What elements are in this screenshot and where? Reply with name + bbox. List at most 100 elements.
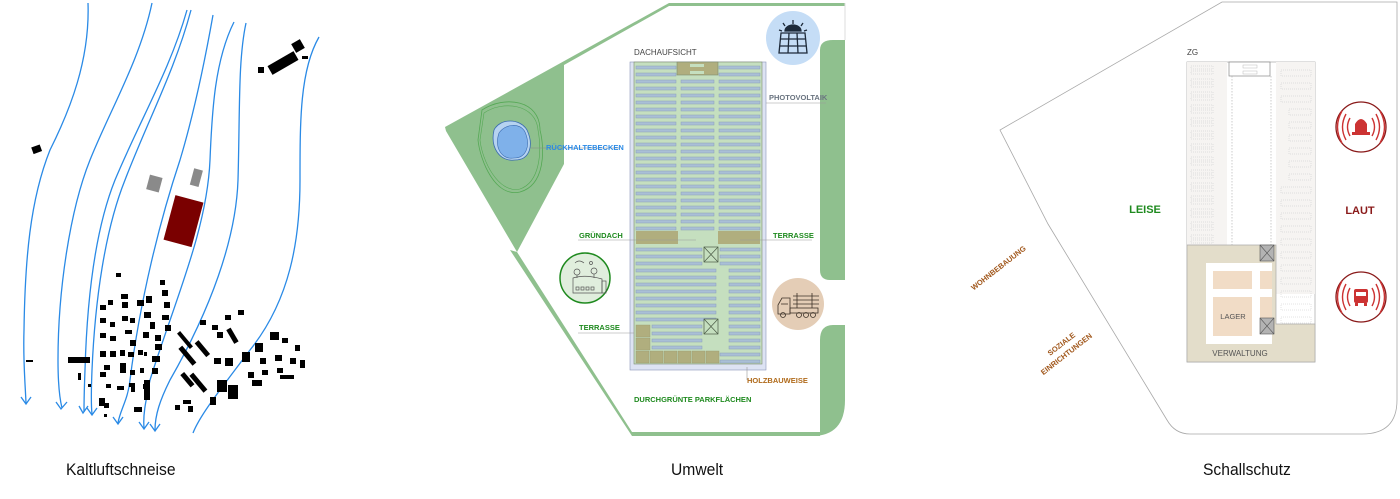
pv-module-row — [718, 191, 761, 196]
pv-module-row — [635, 310, 717, 315]
stair-core — [703, 246, 719, 335]
pv-module-row — [728, 331, 761, 336]
pv-module-row — [718, 170, 761, 175]
pv-module-row — [635, 296, 717, 301]
roof-plan — [629, 61, 767, 371]
pv-module-row — [1190, 156, 1214, 161]
existing-building-grey — [189, 168, 203, 187]
pv-module-row — [635, 254, 703, 259]
pv-module-row — [718, 163, 761, 168]
label-holzbauweise: HOLZBAUWEISE — [747, 376, 808, 385]
siren-icon — [1335, 101, 1387, 153]
green-south-edge — [632, 432, 820, 436]
caption-kaltluftschneise: Kaltluftschneise — [66, 460, 176, 479]
pv-module-row — [635, 289, 717, 294]
pv-module-row — [680, 114, 715, 119]
pv-module-row — [1190, 104, 1214, 109]
label-wohnbebauung: WOHNBEBAUUNG — [969, 244, 1028, 292]
timber-truck-icon — [772, 278, 824, 330]
pv-module-row — [680, 93, 715, 98]
pv-module-row — [718, 226, 761, 231]
pv-module-row — [718, 205, 761, 210]
pv-module-row — [718, 79, 761, 84]
airflow-line — [57, 2, 153, 409]
pv-module-row — [718, 72, 761, 77]
airflow-line — [154, 22, 247, 431]
pv-module-row — [1280, 264, 1312, 272]
terrace-right — [718, 231, 760, 244]
green-west-wedge — [445, 3, 845, 252]
terrace-bottom — [635, 324, 720, 364]
pv-module-row — [718, 156, 761, 161]
pv-module-row — [680, 128, 715, 133]
pv-module-row — [1190, 96, 1214, 101]
pv-module-row — [1190, 130, 1214, 135]
pv-module-row — [718, 198, 761, 203]
pv-module-row — [718, 149, 761, 154]
neighbor-buildings — [26, 39, 308, 417]
pv-module-row — [1288, 134, 1312, 142]
pv-module-row — [635, 261, 703, 266]
pv-module-row — [635, 86, 677, 91]
label-parkflaechen: DURCHGRÜNTE PARKFLÄCHEN — [634, 395, 751, 404]
airflow-lines — [23, 2, 320, 434]
pv-module-row — [635, 163, 677, 168]
pv-module-row — [1190, 195, 1214, 200]
label-dachaufsicht: DACHAUFSICHT — [634, 48, 697, 57]
village-east — [175, 310, 305, 412]
pv-module-row — [651, 345, 703, 350]
pv-module-row — [1280, 303, 1312, 311]
pv-module-row — [718, 114, 761, 119]
pv-module-row — [728, 324, 761, 329]
pv-module-row — [1190, 78, 1214, 83]
pv-module-row — [718, 212, 761, 217]
pv-module-row — [719, 254, 761, 259]
green-east-strip-top — [820, 40, 845, 280]
site-green-border — [445, 3, 845, 436]
pv-module-row — [680, 121, 715, 126]
pv-module-row — [728, 345, 761, 350]
pv-module-row — [680, 135, 715, 140]
pv-module-row — [1190, 221, 1214, 226]
site-outline — [999, 1, 1398, 435]
pv-module-row — [728, 317, 761, 322]
pv-module-row — [1280, 69, 1312, 77]
pv-module-row — [1280, 186, 1312, 194]
airflow-line — [83, 9, 188, 413]
parking-spaces-left — [1190, 65, 1214, 244]
pv-module-row — [680, 142, 715, 147]
pv-module-row — [718, 65, 761, 70]
pv-module-row — [680, 79, 715, 84]
pv-module-row — [1190, 122, 1214, 127]
airflow-line — [90, 9, 192, 415]
green-roof-building-icon — [559, 252, 611, 304]
pv-module-row — [635, 303, 717, 308]
pv-module-row — [1190, 109, 1214, 114]
pv-module-row — [635, 212, 677, 217]
pv-module-row — [635, 114, 677, 119]
pv-module-row — [1280, 251, 1312, 259]
label-terrasse-right: TERRASSE — [773, 231, 814, 240]
pv-module-row — [635, 128, 677, 133]
pv-module-row — [719, 352, 761, 357]
pv-module-row — [1190, 226, 1214, 231]
pv-module-row — [1288, 173, 1312, 181]
pv-module-row — [635, 247, 703, 252]
pv-module-row — [1190, 182, 1214, 187]
pv-module-row — [635, 93, 677, 98]
airflow-arrowheads — [20, 396, 161, 433]
pv-module-row — [1190, 213, 1214, 218]
pv-module-row — [680, 170, 715, 175]
pv-module-row — [1280, 95, 1312, 103]
pv-module-row — [635, 282, 717, 287]
label-laut: LAUT — [1345, 205, 1375, 217]
leader-lines — [578, 102, 826, 380]
pv-module-row — [728, 310, 761, 315]
pv-module-row — [635, 121, 677, 126]
storage-room — [1213, 271, 1252, 289]
ground-floor-plan — [1186, 61, 1316, 363]
label-lager: LAGER — [1220, 312, 1246, 321]
pv-module-row — [728, 268, 761, 273]
pv-module-row — [1190, 117, 1214, 122]
